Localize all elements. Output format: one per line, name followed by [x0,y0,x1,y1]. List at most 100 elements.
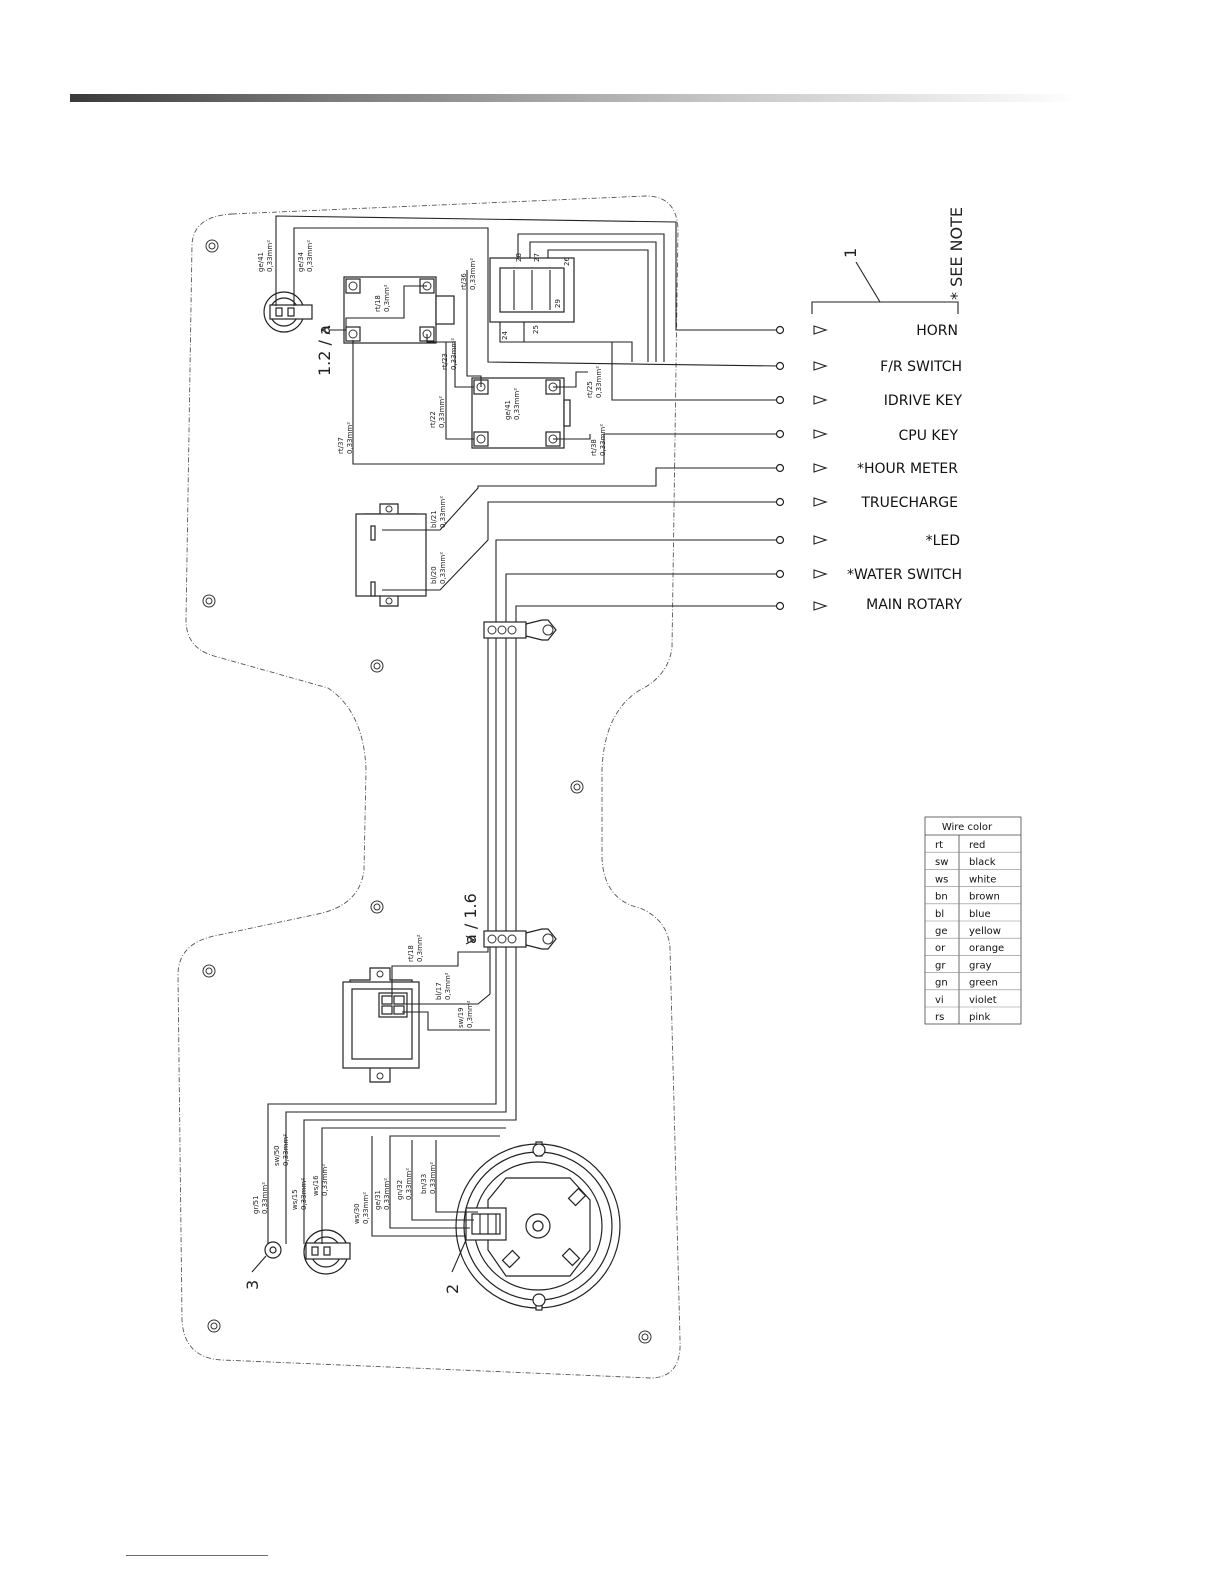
label-truecharge: TRUECHARGE [860,495,958,511]
legend-color: violet [969,995,997,1006]
output-labels: HORN F/R SWITCH IDRIVE KEY CPU KEY *HOUR… [847,323,962,613]
svg-text:ws/15: ws/15 [291,1189,299,1210]
legend-color: pink [969,1012,990,1023]
svg-text:sw/19: sw/19 [457,1007,465,1028]
svg-text:sw/50: sw/50 [273,1145,281,1166]
svg-text:rt/23: rt/23 [441,353,449,370]
svg-text:ws/16: ws/16 [312,1175,320,1196]
round-connector-top [263,291,313,333]
svg-text:0,33mm²: 0,33mm² [439,496,447,528]
svg-text:0,33mm²: 0,33mm² [405,1168,413,1200]
svg-text:bl/17: bl/17 [435,982,443,1000]
svg-text:0,33mm²: 0,33mm² [321,1164,329,1196]
legend-code: rt [935,840,943,851]
svg-text:ge/31: ge/31 [374,1190,382,1210]
svg-text:bn/33: bn/33 [420,1174,428,1194]
label-horn: HORN [916,323,958,339]
main-rotary-motor [455,1141,621,1311]
svg-text:0,33mm²: 0,33mm² [595,366,603,398]
terminal-main-rotary [775,601,828,611]
svg-text:24: 24 [501,331,509,340]
svg-text:ge/34: ge/34 [297,251,305,272]
svg-text:0,33mm²: 0,33mm² [438,396,446,428]
svg-text:rt/37: rt/37 [337,437,345,454]
svg-text:0,33mm²: 0,33mm² [306,240,314,272]
svg-text:rt/18: rt/18 [374,295,382,312]
terminal-water-switch [775,569,828,579]
callout-3: 3 [243,1280,262,1290]
legend-color: white [969,874,996,885]
label-fr-switch: F/R SWITCH [880,359,962,375]
svg-text:0,3mm²: 0,3mm² [466,1000,474,1028]
legend-title: Wire color [942,822,993,833]
svg-text:rt/38: rt/38 [590,439,598,456]
svg-text:0,33mm²: 0,33mm² [513,388,521,420]
ref-top: 1.2 / a [315,325,334,376]
rocker-switch [489,257,575,323]
svg-text:0,33mm²: 0,33mm² [346,422,354,454]
water-switch-connector [303,1229,351,1275]
svg-text:27: 27 [533,253,541,262]
terminal-idrive [775,395,828,405]
callout-1: 1 [841,248,860,258]
svg-text:bl/21: bl/21 [430,510,438,528]
legend-color: gray [969,960,992,971]
svg-text:rt/36: rt/36 [460,273,468,290]
label-hour-meter: *HOUR METER [857,461,958,477]
svg-text:bl/20: bl/20 [430,566,438,584]
svg-text:rt/18: rt/18 [407,945,415,962]
label-idrive-key: IDRIVE KEY [884,393,963,409]
svg-text:0,33mm²: 0,33mm² [383,1178,391,1210]
svg-text:gr/51: gr/51 [252,1195,260,1214]
legend-color: blue [969,909,991,920]
legend-code: bn [935,892,948,903]
legend-color: brown [969,892,1000,903]
legend-color: green [969,978,998,989]
svg-text:rt/22: rt/22 [429,411,437,428]
terminal-truecharge [775,497,828,507]
callout-2: 2 [443,1284,462,1294]
legend-code: or [935,943,946,954]
output-terminals [320,325,828,945]
svg-text:0,33mm²: 0,33mm² [469,258,477,290]
legend-code: bl [935,909,944,920]
svg-text:0,33mm²: 0,33mm² [266,240,274,272]
svg-text:ge/41: ge/41 [257,252,265,272]
svg-text:0,33mm²: 0,33mm² [439,552,447,584]
connector-3 [264,1241,282,1259]
legend-code: gr [935,960,946,971]
svg-text:0,33mm²: 0,33mm² [450,338,458,370]
callout-1-bracket [251,261,959,1273]
panel-outline [177,195,681,1379]
svg-text:29: 29 [554,299,562,308]
callouts: 1 * SEE NOTE 2 3 1.2 / a a / 1.6 [243,207,966,1294]
svg-text:0,3mm²: 0,3mm² [444,972,452,1000]
lower-module [342,967,420,1083]
svg-text:0,33mm²: 0,33mm² [599,424,607,456]
label-main-rotary: MAIN ROTARY [866,597,962,613]
legend-code: ws [935,874,948,885]
svg-text:0,33mm²: 0,33mm² [261,1182,269,1214]
footer-underline [126,1555,268,1556]
label-water-switch: *WATER SWITCH [847,567,962,583]
mounting-holes [202,239,652,1344]
harness-clamp-top [483,619,557,641]
svg-text:0,33mm²: 0,33mm² [362,1192,370,1224]
legend-color: black [969,857,996,868]
terminal-led [775,535,828,545]
header-gradient-bar [70,94,1080,102]
switch-block-2 [471,377,571,449]
see-note: * SEE NOTE [947,207,966,300]
label-cpu-key: CPU KEY [899,428,959,444]
svg-text:ge/41: ge/41 [504,400,512,420]
svg-text:28: 28 [515,253,523,262]
svg-text:0,33mm²: 0,33mm² [300,1178,308,1210]
terminal-hour-meter [775,463,828,473]
harness-clamp-mid [483,928,557,950]
wires [267,215,781,1244]
legend-code: vi [935,995,944,1006]
svg-text:ws/30: ws/30 [353,1203,361,1224]
